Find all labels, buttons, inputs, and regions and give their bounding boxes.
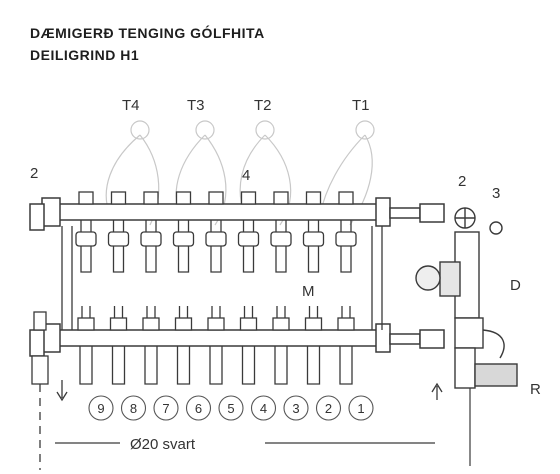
return-valve	[207, 306, 225, 385]
circuit-number: 5	[218, 395, 244, 421]
return-valves	[77, 306, 355, 385]
supply-valve	[205, 191, 227, 273]
circuit-number: 3	[283, 395, 309, 421]
return-valve	[304, 306, 323, 385]
label-top-mid: 4	[242, 167, 250, 184]
supply-valve	[75, 191, 97, 273]
label-right-fitting: 2	[458, 173, 466, 190]
label-mixing: M	[302, 283, 315, 300]
title-line-1: DÆMIGERÐ TENGING GÓLFHITA	[30, 25, 265, 41]
circuit-number-text: 6	[195, 401, 202, 416]
circuit-numbers: 9 8 7 6 5 4 3 2 1	[88, 395, 374, 421]
title-block: DÆMIGERÐ TENGING GÓLFHITA DEILIGRIND H1	[30, 22, 265, 66]
return-valve	[337, 306, 355, 385]
supply-manifold	[29, 197, 445, 231]
circuit-number-text: 5	[227, 401, 234, 416]
supply-valve	[237, 191, 260, 273]
circuit-number: 9	[88, 395, 114, 421]
return-valve	[174, 306, 193, 385]
circuit-number-text: 9	[97, 401, 104, 416]
circuit-number: 6	[185, 395, 212, 421]
return-valve	[272, 306, 290, 385]
circuit-number: 2	[315, 395, 342, 421]
supply-valve	[107, 191, 130, 273]
circuit-number: 1	[348, 395, 374, 421]
circuit-number: 4	[250, 395, 277, 421]
label-t1: T1	[352, 97, 370, 114]
supply-valve	[335, 191, 357, 273]
circuit-number-text: 3	[292, 401, 299, 416]
return-valve	[77, 306, 95, 385]
label-left-fitting: 2	[30, 165, 38, 182]
label-t2: T2	[254, 97, 272, 114]
supply-valve	[270, 191, 292, 273]
label-return-valve: R	[530, 381, 541, 398]
left-fittings	[31, 311, 443, 470]
circuit-number-text: 8	[130, 401, 137, 416]
return-manifold	[29, 323, 445, 357]
circuit-number-text: 4	[260, 401, 267, 416]
label-t3: T3	[187, 97, 205, 114]
circuit-number: 8	[120, 395, 147, 421]
title-line-2: DEILIGRIND H1	[30, 47, 140, 63]
return-valve	[142, 306, 160, 385]
return-valve	[239, 306, 258, 385]
label-pump: D	[510, 277, 521, 294]
supply-valve	[172, 191, 195, 273]
circuit-number-text: 2	[325, 401, 332, 416]
pipe-label: Ø20 svart	[130, 436, 196, 453]
pump-group	[415, 207, 518, 466]
circuit-number-text: 1	[357, 401, 364, 416]
circuit-number: 7	[153, 395, 179, 421]
label-gauge: 3	[492, 185, 500, 202]
label-t4: T4	[122, 97, 140, 114]
support-rails	[61, 226, 383, 330]
return-valve	[109, 306, 128, 385]
supply-valves	[75, 191, 357, 273]
supply-valve	[302, 191, 325, 273]
circuit-number-text: 7	[162, 401, 169, 416]
supply-valve	[140, 191, 162, 273]
